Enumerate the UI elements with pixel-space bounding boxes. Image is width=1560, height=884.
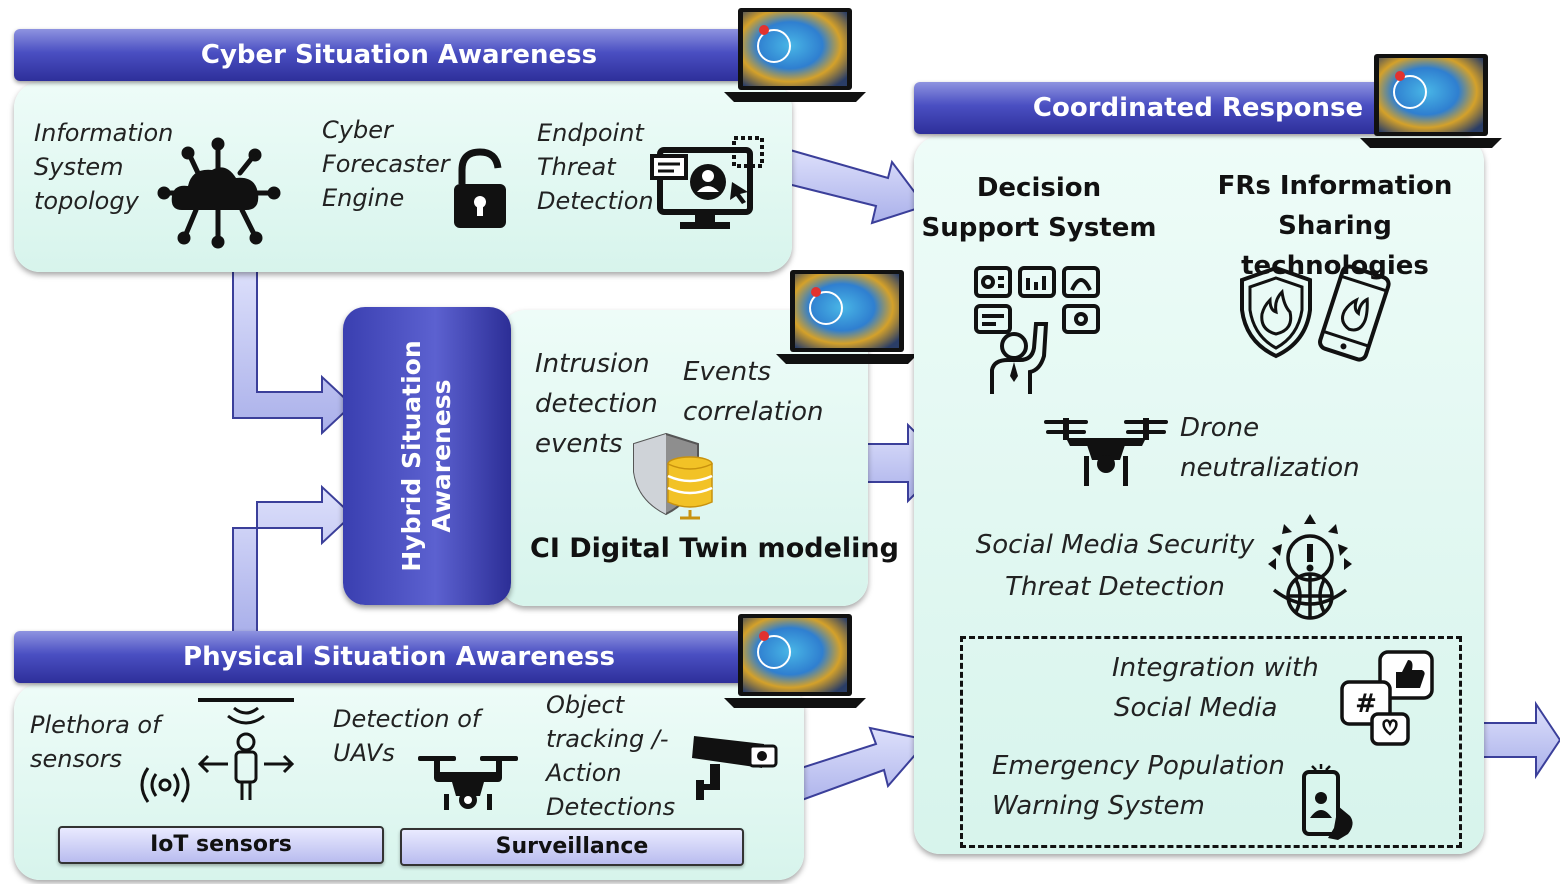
social-security-label: Social Media Security Threat Detection [960,524,1270,608]
drone-icon [1044,418,1168,486]
events-line-1: Events [683,357,772,387]
integration-line-2: Social Media [1114,693,1278,723]
digital-twin-label: CI Digital Twin modeling [530,533,899,564]
forecaster-line-2: Forecaster [322,150,450,178]
forecaster-label: Cyber Forecaster Engine [322,113,450,215]
endpoint-line-2: Threat [537,153,616,181]
endpoint-label: Endpoint Threat Detection [537,116,654,218]
svg-text:#: # [1355,689,1377,719]
drone-line-1: Drone [1180,413,1260,443]
intrusion-label: Intrusion detection events [535,344,658,464]
object-line-2: tracking /- [546,725,669,753]
warning-line-1: Emergency Population [992,751,1285,781]
info-line-2: System [34,153,124,181]
phone-fire-icon [1318,264,1391,362]
drone-label: Drone neutralization [1180,408,1360,488]
endpoint-line-3: Detection [537,187,654,215]
hybrid-block: Hybrid Situation Awareness [343,307,511,605]
info-line-1: Information [34,119,174,147]
frs-label: FRs Information Sharing technologies [1186,166,1484,286]
shield-database-icon [633,432,713,520]
frs-line-1: FRs Information [1217,171,1453,201]
cyber-banner: Cyber Situation Awareness [14,29,784,81]
events-label: Events correlation [683,352,824,432]
social-media-icon: # [1340,650,1434,746]
arrow-cyber-to-response [778,148,927,225]
dashboard-person-icon [974,266,1100,394]
warning-line-2: Warning System [992,791,1205,821]
endpoint-line-1: Endpoint [537,119,644,147]
fire-shield-icon [1240,265,1312,359]
phone-hand-icon [1302,764,1353,840]
integration-label: Integration with Social Media [1112,648,1319,728]
object-line-3: Action [546,759,622,787]
forecaster-line-3: Engine [322,184,405,212]
uav-label: Detection of UAVs [333,702,480,770]
arrow-physical-to-hybrid [232,484,354,633]
object-line-1: Object [546,691,625,719]
arrow-cyber-to-hybrid [232,267,354,436]
hybrid-title-line-1: Hybrid Situation [397,340,426,572]
physical-title: Physical Situation Awareness [183,642,615,672]
plethora-label: Plethora of sensors [30,708,161,776]
physical-banner: Physical Situation Awareness [14,631,784,683]
iot-sensors-tag: IoT sensors [58,826,384,864]
events-line-2: correlation [683,397,824,427]
hybrid-title-line-2: Awareness [427,379,456,533]
monitor-user-icon [650,136,764,229]
alert-globe-icon [1268,514,1352,620]
social-integration-group [960,636,1462,848]
social-sec-line-2: Threat Detection [1005,572,1225,602]
info-system-label: Information System topology [34,116,173,218]
drone-line-2: neutralization [1180,453,1360,483]
laptop-map-icon [724,614,866,708]
frs-line-2: Sharing technologies [1241,211,1429,281]
cloud-network-icon [157,137,281,249]
intrusion-line-1: Intrusion [535,349,650,379]
plethora-line-1: Plethora of [30,711,161,739]
warning-label: Emergency Population Warning System [992,746,1285,826]
uav-line-1: Detection of [333,705,481,733]
plethora-line-2: sensors [30,745,123,773]
intrusion-line-2: detection [535,389,658,419]
laptop-map-icon [1360,54,1502,148]
dss-line-2: Support System [921,213,1157,243]
info-line-3: topology [34,187,139,215]
laptop-map-icon [724,8,866,102]
padlock-icon [454,148,506,228]
response-title: Coordinated Response [1032,93,1364,123]
forecaster-line-1: Cyber [322,116,393,144]
integration-line-1: Integration with [1112,653,1319,683]
object-label: Object tracking /- Action Detections [546,688,675,824]
dss-label: Decision Support System [920,168,1158,248]
hybrid-title: Hybrid Situation Awareness [397,326,457,586]
object-line-4: Detections [546,793,676,821]
laptop-map-icon [776,270,918,364]
social-sec-line-1: Social Media Security [975,530,1255,560]
intrusion-line-3: events [535,429,623,459]
cyber-title: Cyber Situation Awareness [200,40,598,70]
surveillance-tag: Surveillance [400,828,744,866]
dss-line-1: Decision [976,173,1102,203]
drone-icon [418,756,518,810]
person-sensor-icon [197,698,295,800]
uav-line-2: UAVs [333,739,395,767]
wifi-signal-icon [140,767,190,803]
security-camera-icon [692,736,778,800]
